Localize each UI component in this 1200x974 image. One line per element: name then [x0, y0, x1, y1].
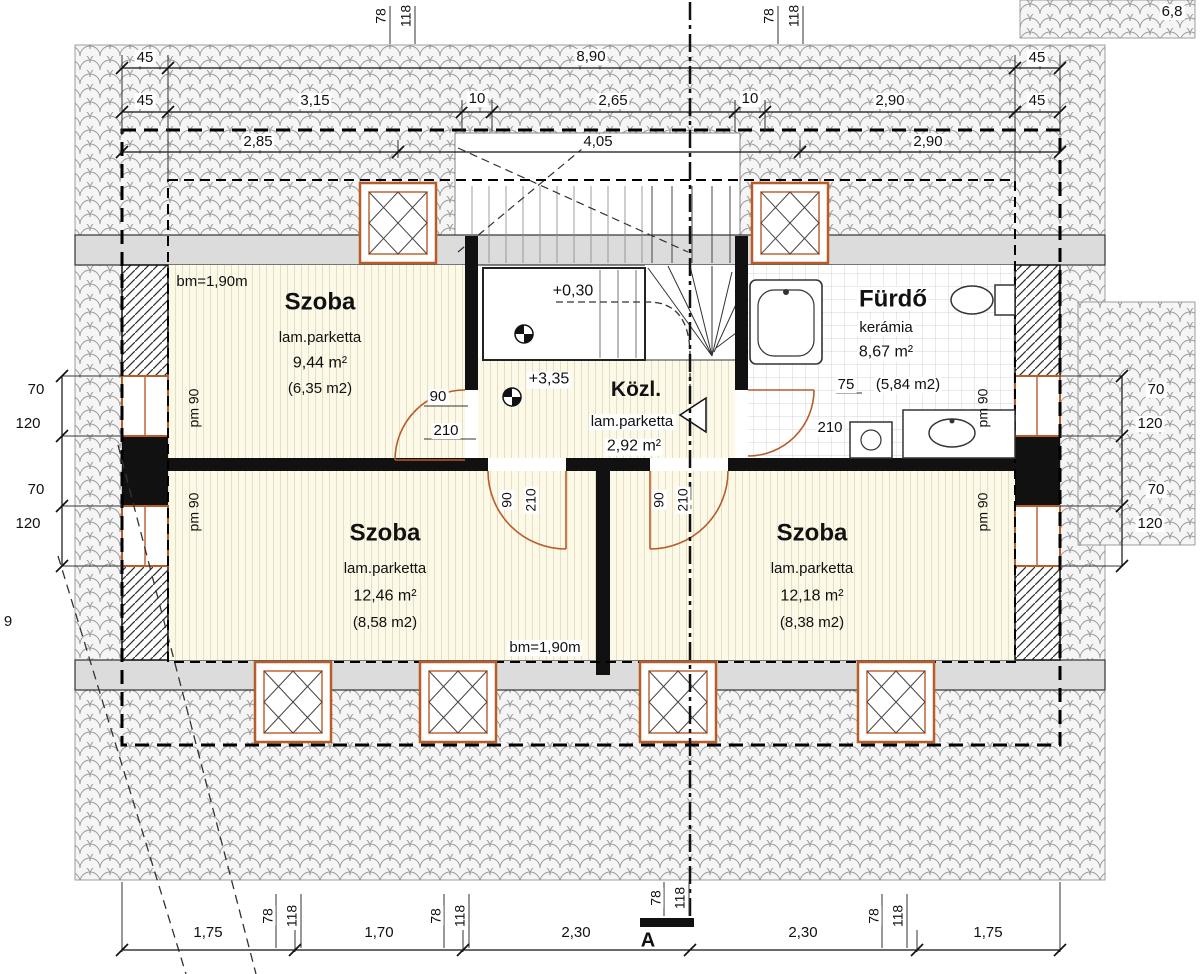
dim-door-width: 90	[650, 490, 667, 510]
dimension-lines	[55, 6, 1129, 957]
skylight	[418, 660, 498, 744]
washer-icon	[849, 421, 893, 459]
room-name-kozl: Közl.	[610, 377, 662, 401]
section-label: A	[640, 929, 656, 952]
dim-row3: 4,05	[581, 133, 615, 151]
dim-door-width: 90	[498, 490, 515, 510]
dim-skylight-height: 118	[785, 2, 802, 30]
dim-door-height: 210	[674, 486, 691, 514]
level-floor: +3,35	[526, 370, 572, 389]
dim-edge-left: 9	[3, 613, 13, 631]
dim-row2: 3,15	[298, 92, 332, 110]
skylight	[750, 181, 830, 265]
parapet-label: pm 90	[974, 388, 991, 428]
stairwell-void	[454, 132, 741, 236]
sink-icon	[902, 409, 1016, 459]
dim-bath-door-height: 210	[815, 419, 845, 437]
room-area-szoba-bl: 12,46 m²	[353, 587, 417, 605]
room-floor-szoba-tl: lam.parketta	[278, 329, 362, 347]
skylight	[856, 660, 936, 744]
dim-corner: 6,8	[1159, 3, 1185, 21]
room-floor-szoba-br: lam.parketta	[770, 560, 854, 578]
dim-bottom: 1,75	[971, 924, 1005, 942]
room-name-szoba-br: Szoba	[776, 519, 848, 547]
dim-skylight-width: 78	[760, 6, 777, 26]
dim-row2: 45	[134, 92, 156, 110]
dim-right: 120	[1135, 515, 1165, 533]
dim-skylight-height: 118	[283, 902, 300, 930]
dim-bottom: 2,30	[786, 924, 820, 942]
room-floor-kozl: lam.parketta	[588, 413, 676, 431]
parapet-label: pm 90	[185, 388, 202, 428]
dim-right: 120	[1135, 415, 1165, 433]
dim-bottom: 1,70	[362, 924, 396, 942]
dim-right: 70	[1145, 381, 1167, 399]
parapet-label: pm 90	[974, 492, 991, 532]
level-landing: +0,30	[552, 282, 594, 300]
dim-door-width: 90	[427, 388, 449, 406]
bathtub-icon	[749, 279, 823, 365]
roof-tiles	[74, 0, 1196, 881]
doors	[394, 389, 815, 550]
dim-skylight-width: 78	[647, 888, 664, 908]
dim-left: 70	[25, 381, 47, 399]
room-area-alt-szoba-br: (8,38 m2)	[779, 614, 845, 632]
toilet-icon	[950, 284, 1016, 316]
dim-left: 70	[25, 481, 47, 499]
dim-row2: 2,90	[873, 92, 907, 110]
section-direction-arrow	[678, 396, 707, 434]
parapet-label: pm 90	[185, 492, 202, 532]
dim-right: 70	[1145, 481, 1167, 499]
dim-skylight-width: 78	[865, 906, 882, 926]
dim-row3: 2,90	[911, 133, 945, 151]
dim-overhang-left: 45	[134, 49, 156, 67]
dim-row2: 10	[466, 90, 488, 108]
dim-skylight-width: 78	[259, 906, 276, 926]
staircase	[457, 133, 741, 398]
dim-skylight-height: 118	[889, 902, 906, 930]
room-floor-furdo: kerámia	[857, 319, 915, 337]
walls	[122, 236, 1060, 675]
dim-left: 120	[13, 415, 43, 433]
dim-skylight-width: 78	[372, 6, 389, 26]
skylights	[253, 181, 936, 744]
section-line-A	[640, 2, 694, 930]
skylight	[638, 660, 718, 744]
dim-skylight-height: 118	[397, 2, 414, 30]
room-area-kozl: 2,92 m²	[604, 437, 664, 456]
dim-skylight-height: 118	[671, 884, 688, 912]
dim-total-width: 8,90	[574, 48, 608, 66]
dim-bath-door-width: 75	[835, 376, 857, 394]
dim-door-height: 210	[431, 422, 461, 440]
room-area-szoba-br: 12,18 m²	[780, 587, 844, 605]
level-marker-icon	[502, 324, 534, 407]
room-name-szoba-bl: Szoba	[349, 519, 421, 547]
skylight	[358, 181, 438, 265]
note-bm-top: bm=1,90m	[176, 273, 248, 291]
room-area-szoba-tl: 9,44 m²	[292, 354, 348, 372]
room-area-furdo: 8,67 m²	[856, 343, 916, 362]
note-bm-bottom: bm=1,90m	[507, 639, 583, 657]
dim-overhang-right: 45	[1026, 49, 1048, 67]
bathroom-fixtures	[749, 279, 1016, 459]
knee-walls	[121, 264, 1061, 661]
dim-left: 120	[13, 515, 43, 533]
dim-row3: 2,85	[241, 133, 275, 151]
room-area-alt-szoba-tl: (6,35 m2)	[287, 380, 353, 398]
dim-skylight-width: 78	[427, 906, 444, 926]
dim-bottom: 1,75	[191, 924, 225, 942]
dim-door-height: 210	[522, 486, 539, 514]
dim-row2: 45	[1026, 92, 1048, 110]
room-area-alt-furdo: (5,84 m2)	[873, 376, 943, 394]
room-area-alt-szoba-bl: (8,58 m2)	[352, 614, 418, 632]
room-floor-szoba-bl: lam.parketta	[343, 560, 427, 578]
dim-row2: 10	[739, 90, 761, 108]
dim-skylight-height: 118	[451, 902, 468, 930]
dim-row2: 2,65	[596, 92, 630, 110]
dim-bottom: 2,30	[559, 924, 593, 942]
room-name-furdo: Fürdő	[857, 285, 929, 313]
room-name-szoba-tl: Szoba	[284, 288, 356, 316]
skylight	[253, 660, 333, 744]
